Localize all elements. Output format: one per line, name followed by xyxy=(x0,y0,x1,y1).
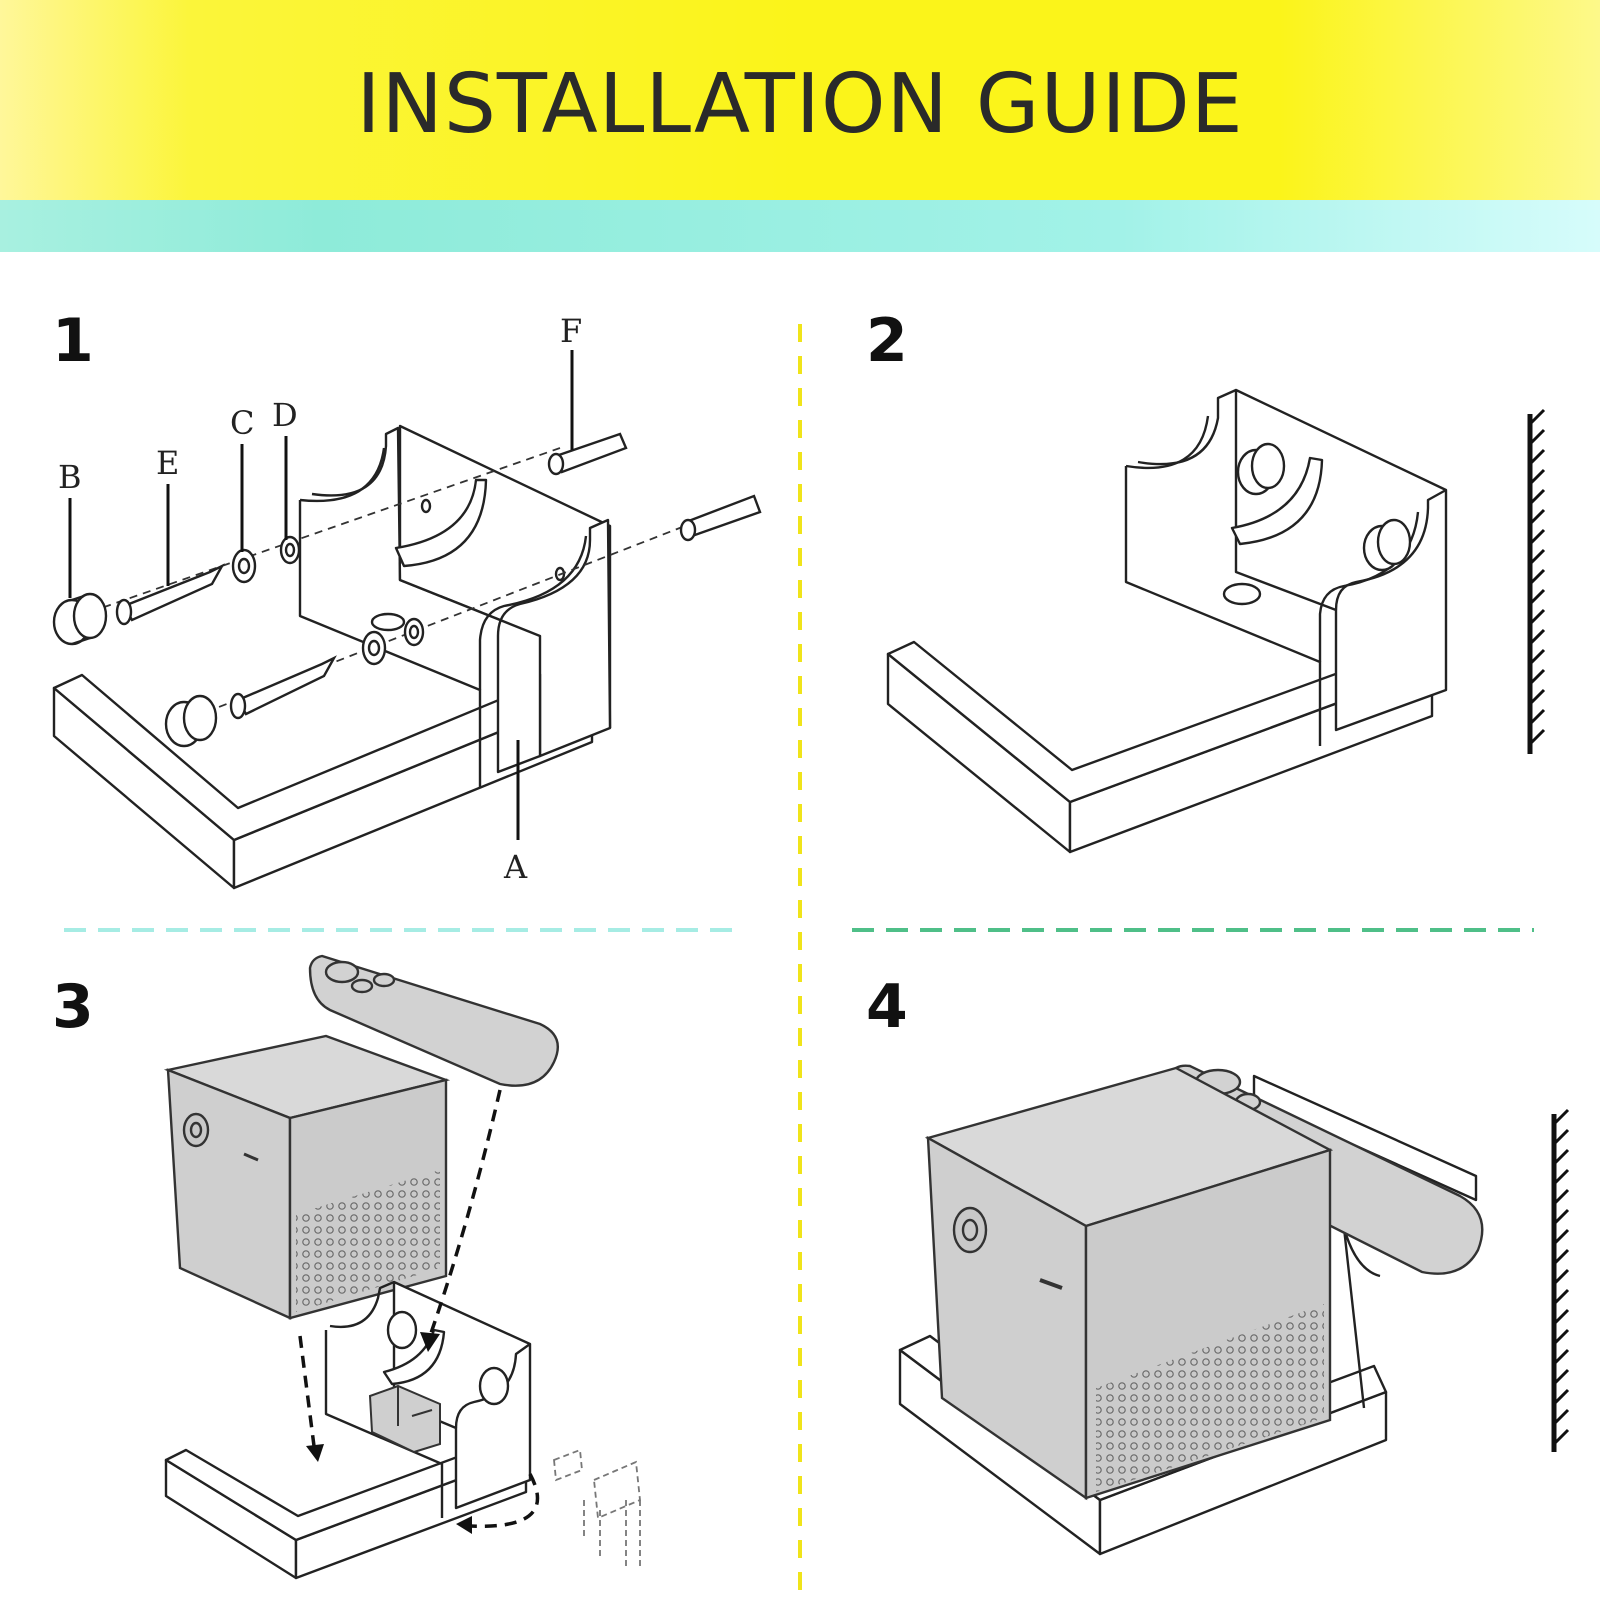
step3-arrows xyxy=(298,1089,540,1528)
label-f: F xyxy=(560,312,582,350)
step-number-2: 2 xyxy=(866,306,908,376)
step1-leaders xyxy=(68,350,574,840)
accent-band xyxy=(0,200,1600,252)
step-number-3: 3 xyxy=(52,972,94,1042)
wall-symbol-step2 xyxy=(1527,408,1546,754)
page-title: INSTALLATION GUIDE xyxy=(356,57,1244,152)
wall-symbol-step4 xyxy=(1551,1108,1570,1452)
label-b: B xyxy=(58,458,82,496)
label-e: E xyxy=(156,444,179,482)
label-a: A xyxy=(503,848,528,886)
step3-remote xyxy=(308,954,559,1087)
step3-plug xyxy=(553,1448,641,1570)
step3-cable xyxy=(368,1384,441,1454)
step3-arrowheads xyxy=(306,1332,472,1534)
header-banner: INSTALLATION GUIDE xyxy=(0,0,1600,200)
label-d: D xyxy=(272,396,298,434)
label-c: C xyxy=(230,404,254,442)
step4-device xyxy=(924,1066,1334,1501)
step-number-1: 1 xyxy=(52,306,94,376)
step1-hardware xyxy=(52,432,762,748)
step-number-4: 4 xyxy=(866,972,908,1042)
step3-bracket xyxy=(164,1280,532,1580)
step2-bracket xyxy=(886,388,1448,854)
step1-bracket xyxy=(52,424,612,890)
step3-device xyxy=(163,1034,451,1320)
